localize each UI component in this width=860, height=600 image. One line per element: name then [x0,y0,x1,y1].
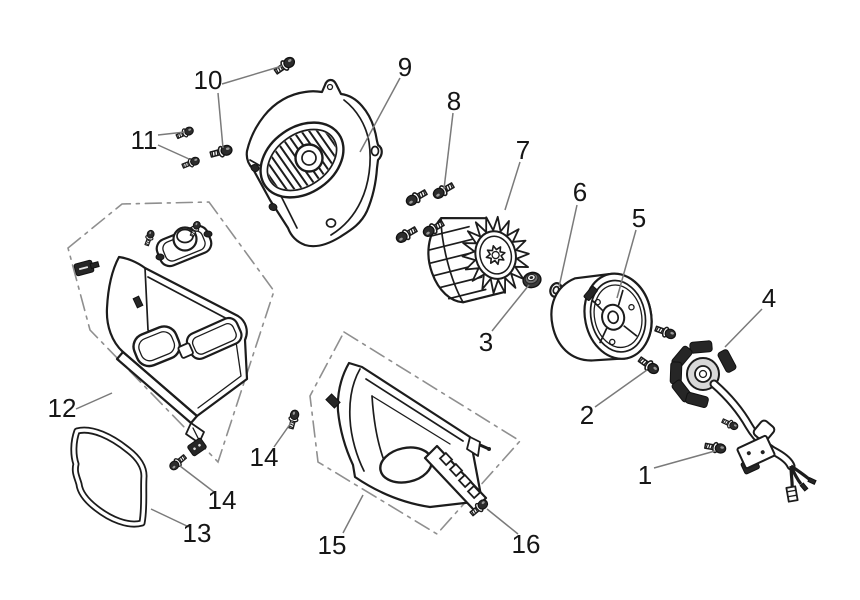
leader-line-stator-mounting-bolt [653,450,716,469]
stator-bolt-icon [704,441,727,454]
leader-line-shroud-gasket [150,508,190,528]
harness-screw-icon [721,418,739,431]
callout-label-shroud-gasket: 13 [183,518,212,548]
cooling-fan [427,215,530,304]
shroud-bracket [187,437,207,457]
leader-line-fan-cover [359,77,401,153]
flange-bolt-icon [637,356,660,375]
leader-line-upper-shroud-assembly [75,392,113,410]
cap-screw-icon [144,229,155,247]
leader-line-cover-screws [157,131,186,136]
assembly-boundary-upper-shroud [67,201,275,464]
stator-poles [669,340,737,408]
harness-wires [785,464,817,503]
cover-bolt-icon [273,56,296,75]
key-slot [583,285,598,301]
fan-cover [245,78,383,248]
leader-line-flywheel-nut [491,284,530,332]
cover-screw-icon [181,156,200,169]
flywheel-rotor [550,272,653,362]
wire-clip [73,259,100,277]
callout-label-lower-shroud: 15 [318,530,347,560]
cover-boss [250,164,260,172]
lower-shroud [325,361,491,512]
leader-line-cooling-fan [504,161,521,211]
callout-label-flywheel-rotor: 5 [632,203,646,233]
leader-lines [75,65,763,535]
callout-label-cover-screws: 11 [131,125,158,155]
fan-bolt-icon [405,189,428,206]
leader-line-flywheel-rotor [616,229,637,299]
callout-label-cooling-fan: 7 [516,135,530,165]
callout-label-stator-mounting-bolt: 1 [638,460,652,490]
leader-line-lower-shroud [342,494,364,534]
callout-label-cover-bolts: 10 [194,65,223,95]
fan-bolt-icon [422,220,445,237]
callout-label-stator-coil-assembly: 4 [762,283,776,313]
fan-bolt-icon [395,226,418,243]
bolts-layer [144,56,739,517]
callout-label-shroud-bolt: 16 [512,529,541,559]
leader-line-stator-coil-assembly [724,308,763,348]
callout-label-fan-cover: 9 [398,52,412,82]
cover-boss [268,203,278,211]
stator-bolt-icon [654,325,677,340]
leader-line-cover-bolts [217,92,224,149]
assembly-boundary-lower-shroud [309,330,522,536]
leader-line-washer [558,204,578,288]
callout-label-fan-mounting-bolts: 8 [447,86,461,116]
leader-line-cover-screws [157,144,190,160]
flywheel-nut [522,271,542,289]
leader-line-cover-bolts [221,65,283,85]
shroud-bolt-icon [288,409,300,430]
fan-bolt-icon [432,182,455,199]
leader-line-fan-mounting-bolts [443,112,454,190]
leader-line-flange-bolt [594,369,648,408]
callout-label-washer: 6 [573,177,587,207]
callout-label-flange-bolt: 2 [580,400,594,430]
leader-line-shroud-bolt [179,465,215,493]
breather-cap [155,224,213,268]
callout-label-flywheel-nut: 3 [479,327,493,357]
callout-label-shroud-bolt: 14 [250,442,279,472]
upper-shroud [73,224,249,457]
cover-bolt-icon [209,144,233,158]
callout-label-upper-shroud-assembly: 12 [48,393,77,423]
shroud-tray [177,316,243,360]
leader-line-shroud-bolt [273,419,294,448]
shroud-clip [132,295,144,309]
shroud-bolt-icon [469,499,489,517]
leader-line-shroud-bolt [486,508,519,535]
callout-label-shroud-bolt: 14 [208,485,237,515]
stator-coil-assembly [669,340,817,503]
harness-connector-block [736,434,776,475]
shroud-opening [132,325,181,368]
gasket [70,426,148,528]
cap-screw-icon [189,221,201,238]
shroud-clip [325,393,341,409]
